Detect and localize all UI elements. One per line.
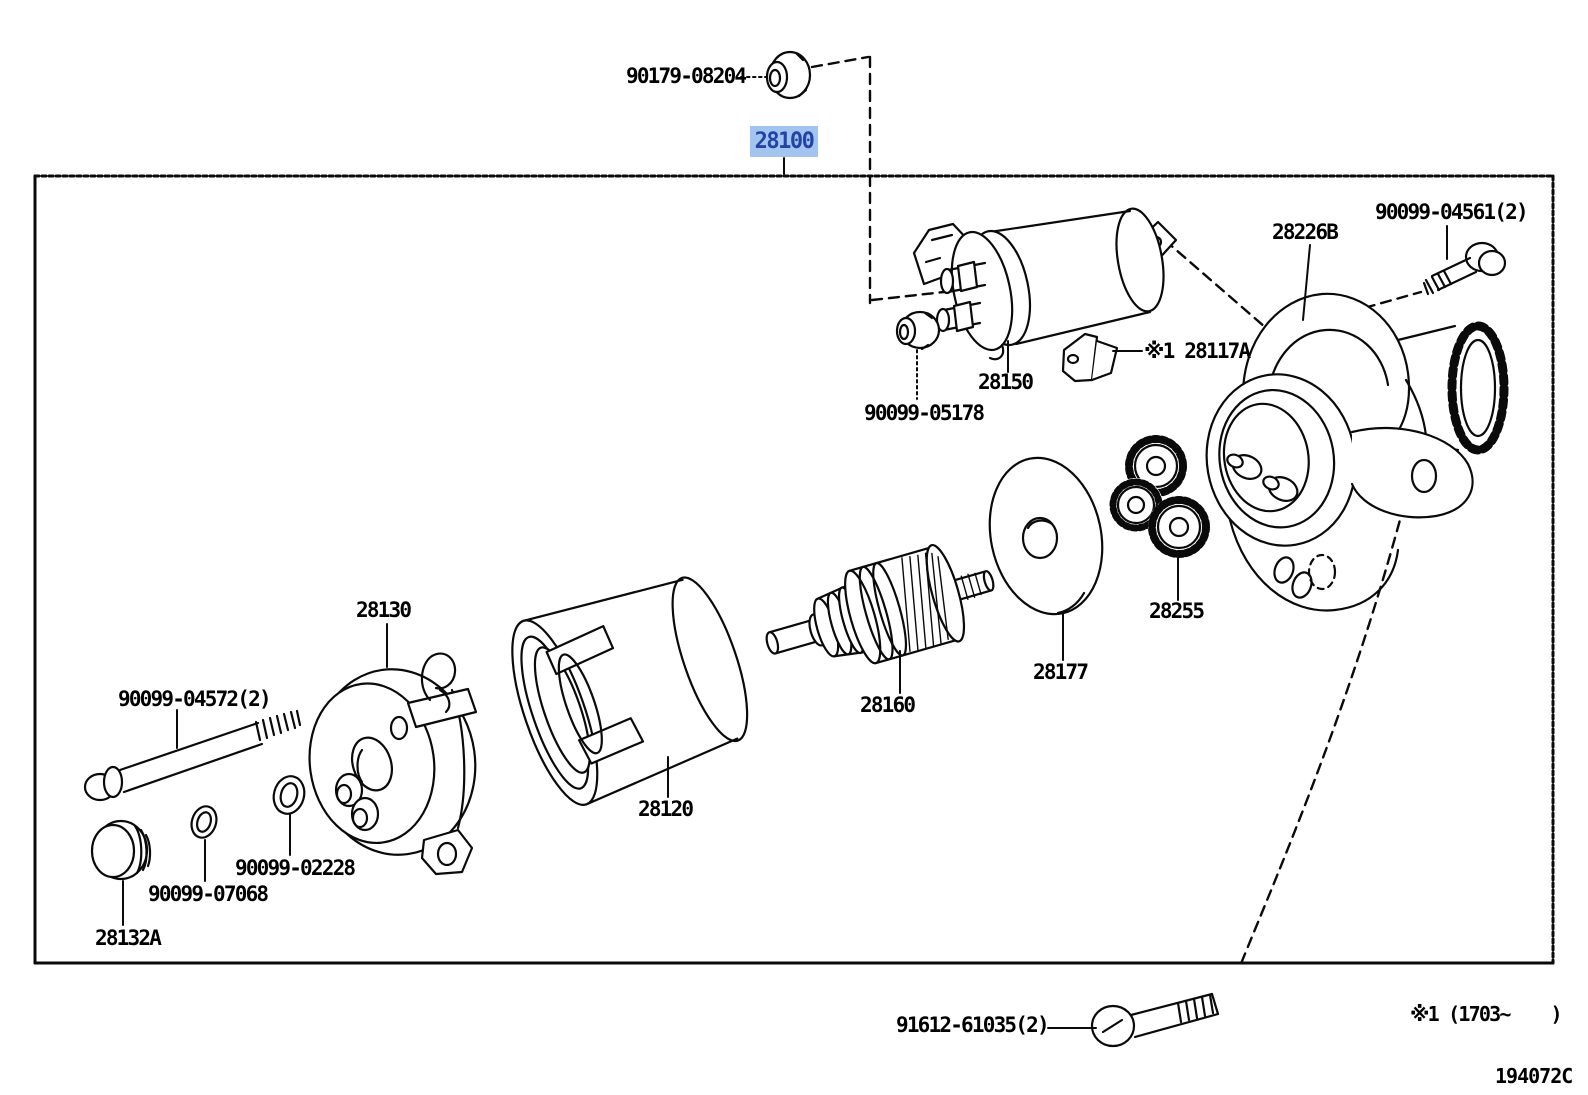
drawing-nut-90099-05178 [897,312,939,349]
label-armature-28160[interactable]: 28160 [860,693,916,717]
drawing-gear-set-28255 [1109,435,1210,558]
drawing-armature-28160 [754,532,1006,693]
drawing-plate-28177 [976,447,1116,624]
label-bolt-91612-61035[interactable]: 91612-61035(2) [896,1013,1050,1037]
drawing-bolt-90099-04561 [1424,243,1505,294]
label-starter-assembly-28100-highlighted[interactable]: 28100 [750,126,818,157]
label-gear-set-28255[interactable]: 28255 [1149,599,1205,623]
label-bolt-90099-04572[interactable]: 90099-04572(2) [118,687,272,711]
label-plunger-28117a[interactable]: ※1 28117A [1144,339,1251,363]
drawing-bolt-90099-04572 [85,711,300,800]
label-cap-28132a[interactable]: 28132A [95,926,162,950]
label-nut-90099-05178[interactable]: 90099-05178 [864,401,985,425]
label-o-ring-90099-07068[interactable]: 90099-07068 [148,882,269,906]
drawing-clutch-housing-28226b [1193,294,1504,611]
drawing-code: 194072C [1495,1064,1573,1088]
label-yoke-28120[interactable]: 28120 [638,797,694,821]
label-plate-28177[interactable]: 28177 [1033,660,1089,684]
label-nut-90179-08204[interactable]: 90179-08204 [626,64,747,88]
drawing-magnetic-switch-28150 [914,205,1176,359]
label-bolt-90099-04561[interactable]: 90099-04561(2) [1375,200,1529,224]
footnote-applicability: ※1 (1703~ ) [1410,1002,1563,1026]
assembly-dashed-lines [812,57,1421,966]
drawing-o-ring-90099-02228 [270,773,309,817]
drawing-nut-90179-08204 [767,52,810,98]
drawing-plunger-28117a [1063,334,1117,381]
diagram-border-box [35,176,1553,963]
drawing-yoke-28120 [495,559,766,814]
drawing-cap-28132a [92,821,150,879]
label-switch-28150[interactable]: 28150 [978,370,1034,394]
label-clutch-28226b[interactable]: 28226B [1272,220,1339,244]
drawing-end-frame-28130 [298,654,487,874]
label-o-ring-90099-02228[interactable]: 90099-02228 [235,856,356,880]
label-end-frame-28130[interactable]: 28130 [356,598,412,622]
drawing-bolt-91612-61035 [1092,994,1218,1046]
leader-lines [123,77,1447,1028]
drawing-o-ring-90099-07068 [188,803,221,841]
